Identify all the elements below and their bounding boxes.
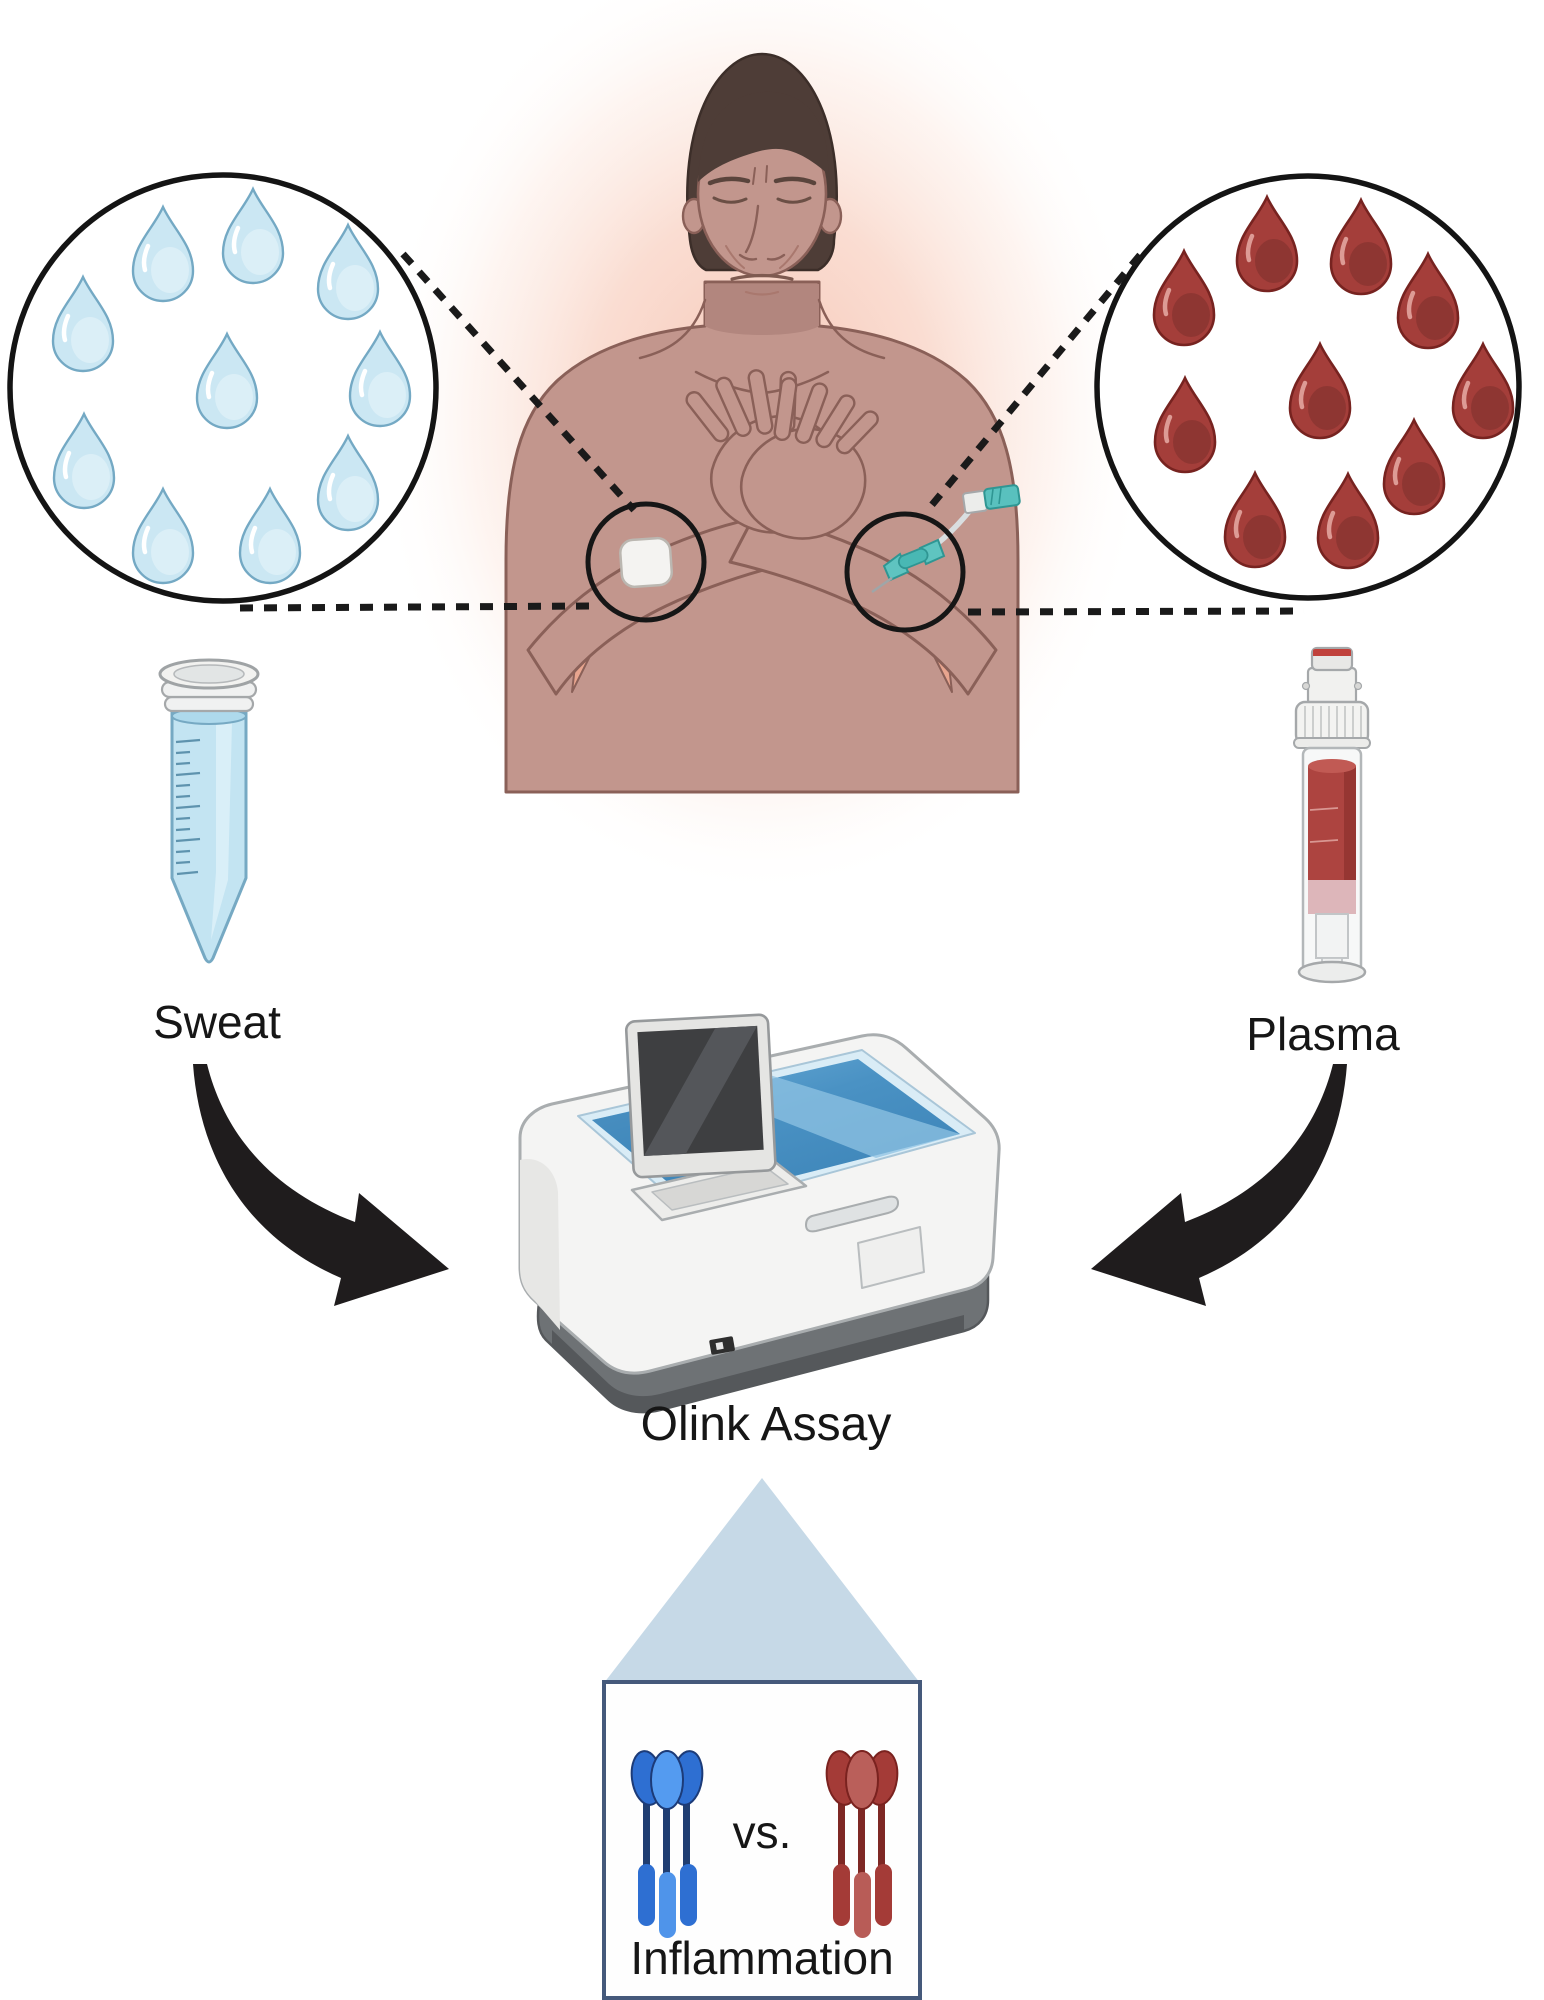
- plate-reader-icon: [518, 1013, 1001, 1414]
- sweat-label: Sweat: [153, 996, 281, 1048]
- projection-triangle: [604, 1478, 920, 1683]
- crossed-hands: [685, 369, 879, 540]
- sweat-arrow-icon: [193, 1064, 449, 1306]
- butterfly-needle-icon: [844, 484, 1021, 633]
- plasma-arrow-icon: [1091, 1064, 1347, 1306]
- tube-graduations: [175, 738, 201, 876]
- sweat-patch-icon: [585, 501, 707, 623]
- protein-red-icon: [825, 1750, 899, 1938]
- result-box: vs. Inflammation: [602, 1680, 922, 2000]
- patient-figure-icon: [504, 52, 1020, 794]
- inflammation-label: Inflammation: [630, 1932, 893, 1984]
- blood-collection-tube-icon: [1293, 646, 1371, 984]
- patient-head: [681, 52, 843, 296]
- plasma-label: Plasma: [1246, 1008, 1400, 1060]
- versus-label: vs.: [733, 1806, 792, 1858]
- flow-arrows: [193, 1064, 1347, 1306]
- assay-label: Olink Assay: [641, 1398, 892, 1451]
- protein-blue-icon: [630, 1750, 704, 1938]
- machine-monitor: [624, 1013, 808, 1222]
- callout-dashed-lines: [239, 251, 1305, 616]
- conical-tube-icon: [158, 658, 260, 964]
